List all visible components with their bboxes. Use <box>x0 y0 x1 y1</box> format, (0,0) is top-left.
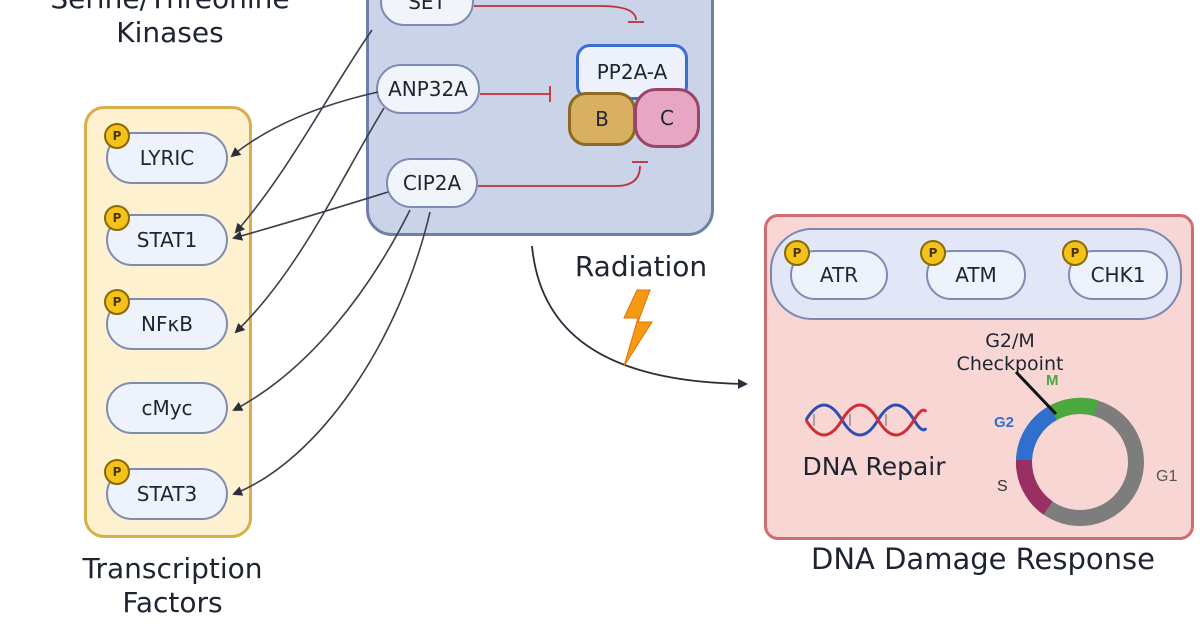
arrow-cip2a-to-stat3 <box>232 211 431 496</box>
kinases-heading-line2: Kinases <box>116 15 224 49</box>
checkpoint-label: G2/M Checkpoint <box>940 330 1080 376</box>
cip2a-label: CIP2A <box>402 171 462 195</box>
set-label: SET <box>408 0 446 14</box>
phase-label-s: S <box>997 478 1008 495</box>
phase-label-g1: G1 <box>1156 468 1178 485</box>
phase-arc-s <box>1015 459 1053 515</box>
cell-cycle-ring <box>1015 397 1144 526</box>
tf-heading-line1: Transcription <box>82 552 263 585</box>
set-node: SET <box>380 0 474 26</box>
tf-cmyc-label: cMyc <box>141 396 193 420</box>
lightning-icon <box>623 289 653 367</box>
tf-heading: Transcription Factors <box>30 552 315 619</box>
inhibition-lines <box>474 5 648 187</box>
ddr-kinase-atr: ATR <box>790 250 888 300</box>
phospho-badge-atr: P <box>784 240 810 266</box>
pp2a-c-subunit: C <box>634 88 700 148</box>
phospho-badge-stat3: P <box>104 459 130 485</box>
checkpoint-line1: G2/M <box>985 330 1035 352</box>
phospho-badge-lyric: P <box>104 123 130 149</box>
phase-label-g2: G2 <box>994 414 1015 431</box>
arrow-set-to-stat1 <box>234 29 373 234</box>
cip2a-node: CIP2A <box>386 158 478 208</box>
phospho-badge-atm: P <box>920 240 946 266</box>
phase-arc-m <box>1049 397 1099 421</box>
anp32a-node: ANP32A <box>376 64 480 114</box>
dna-helix-icon <box>804 403 928 437</box>
tf-cmyc: cMyc <box>106 382 228 434</box>
ddr-heading: DNA Damage Response <box>811 542 1155 576</box>
pp2a-c-label: C <box>660 106 674 130</box>
activation-arrows <box>230 29 431 496</box>
checkpoint-pointer <box>1014 370 1058 416</box>
tf-nfkb: NFκB <box>106 298 228 350</box>
atr-label: ATR <box>819 263 859 287</box>
kinases-heading-line1: Serine/Threonine <box>20 0 320 16</box>
anp32a-label: ANP32A <box>388 77 468 101</box>
tf-stat3-label: STAT3 <box>136 482 198 506</box>
tf-nfkb-label: NFκB <box>141 312 193 336</box>
pp2a-a-label: PP2A-A <box>596 60 668 84</box>
kinases-heading: Serine/Threonine Kinases <box>20 0 320 49</box>
checkpoint-line2: Checkpoint <box>956 352 1064 375</box>
arrow-anp32a-to-nfkb <box>234 107 385 334</box>
atm-label: ATM <box>955 263 997 287</box>
chk1-label: CHK1 <box>1090 263 1146 287</box>
inhibit-set-pp2a <box>474 5 637 21</box>
pp2a-b-subunit: B <box>568 92 636 146</box>
phase-label-m: M <box>1046 372 1059 389</box>
tf-stat1-label: STAT1 <box>136 228 198 252</box>
tf-lyric-label: LYRIC <box>139 146 195 170</box>
pp2a-b-label: B <box>595 107 609 131</box>
arrow-anp32a-to-lyric <box>230 91 379 158</box>
phospho-badge-nfkb: P <box>104 289 130 315</box>
inhibit-cip2a-pp2a <box>478 165 641 187</box>
phase-arc-g2 <box>1016 405 1058 461</box>
radiation-arrow <box>531 245 748 389</box>
arrow-cip2a-to-cmyc <box>232 209 411 411</box>
dna-repair-label: DNA Repair <box>802 452 946 481</box>
tf-heading-line2: Factors <box>122 585 223 619</box>
arrow-cip2a-to-stat1 <box>232 191 389 241</box>
radiation-label: Radiation <box>574 250 708 283</box>
phospho-badge-chk1: P <box>1062 240 1088 266</box>
phospho-badge-stat1: P <box>104 205 130 231</box>
